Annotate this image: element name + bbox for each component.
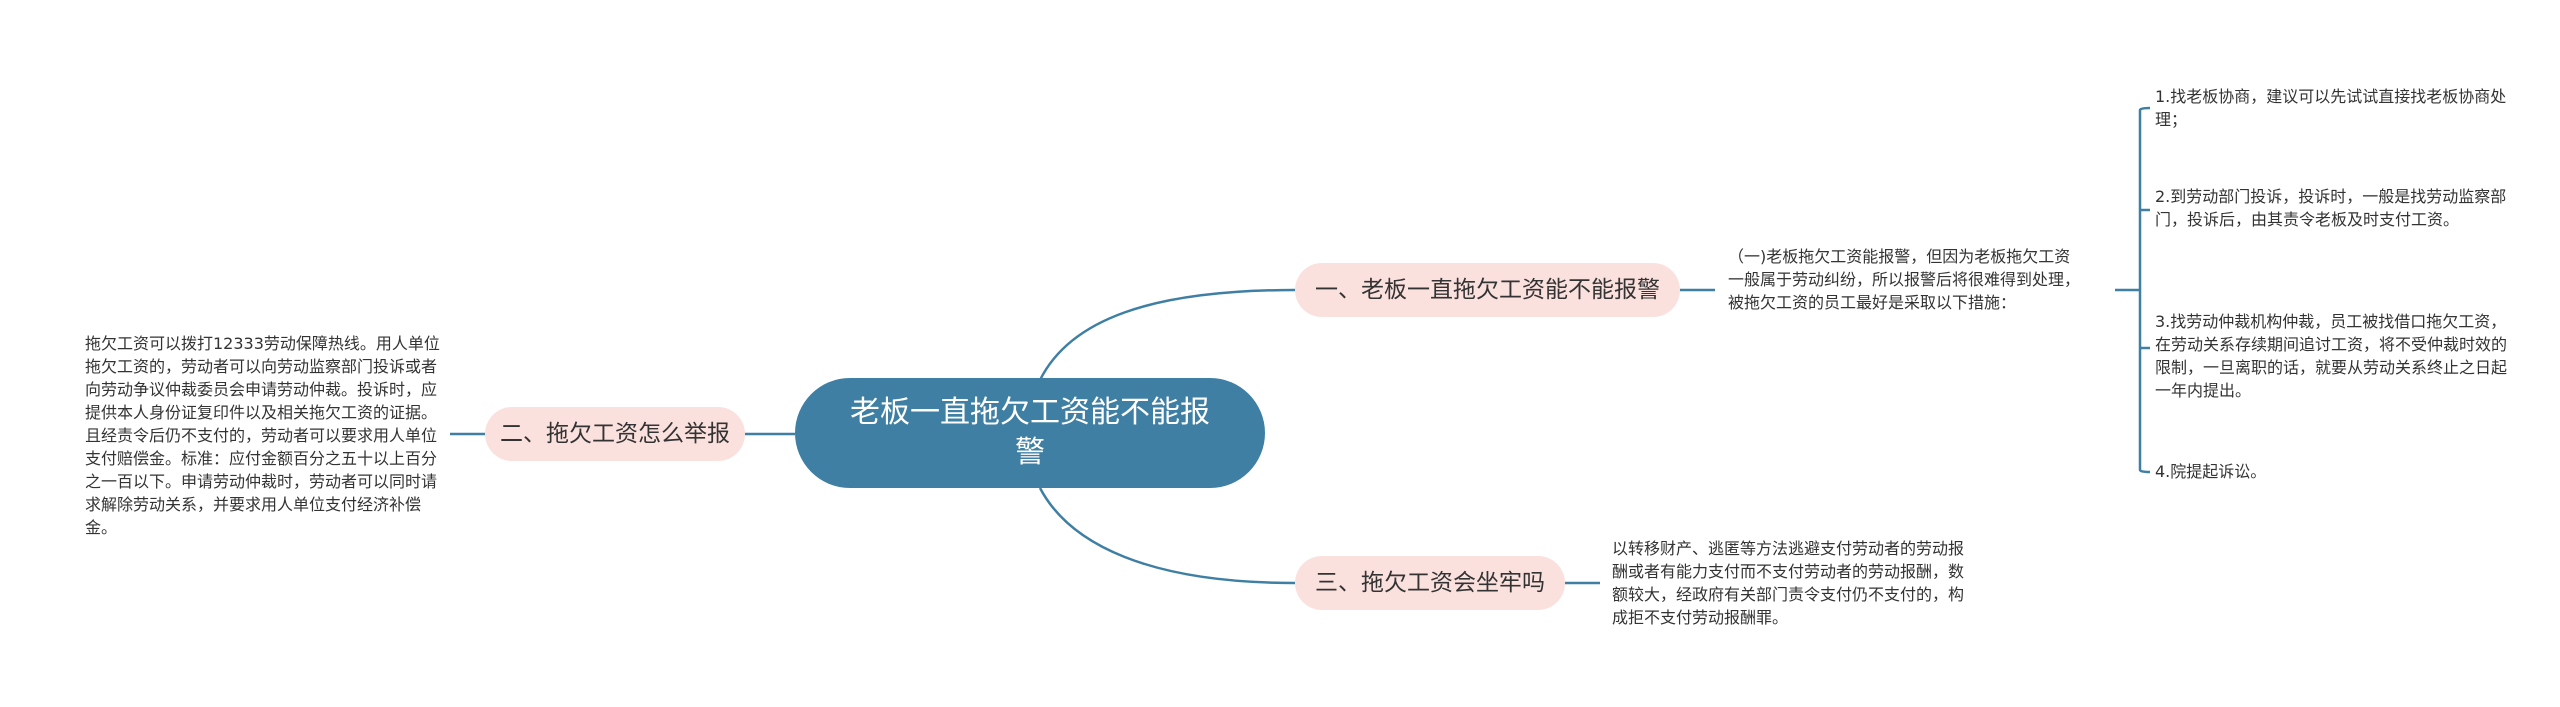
bracket-b1-item1 bbox=[2138, 106, 2151, 111]
branch-1-item-1: 1.找老板协商，建议可以先试试直接找老板协商处理； bbox=[2155, 87, 2507, 129]
branch-2[interactable]: 二、拖欠工资怎么举报 bbox=[485, 407, 745, 461]
branch-1-item-2: 2.到劳动部门投诉，投诉时，一般是找劳动监察部门，投诉后，由其责令老板及时支付工… bbox=[2155, 187, 2507, 229]
bracket-b1-item4 bbox=[2138, 469, 2151, 474]
link-root-b1 bbox=[1038, 288, 1296, 381]
branch-1-intro: （一)老板拖欠工资能报警，但因为老板拖欠工资一般属于劳动纠纷，所以报警后将很难得… bbox=[1728, 247, 2081, 312]
branch-3[interactable]: 三、拖欠工资会坐牢吗 bbox=[1295, 556, 1565, 610]
branch-1-label: 一、老板一直拖欠工资能不能报警 bbox=[1315, 277, 1660, 303]
root-topic-label: 老板一直拖欠工资能不能报警 bbox=[850, 395, 1210, 470]
root-topic[interactable]: 老板一直拖欠工资能不能报警 bbox=[795, 378, 1265, 488]
branch-1[interactable]: 一、老板一直拖欠工资能不能报警 bbox=[1295, 263, 1680, 317]
link-root-b2 bbox=[1038, 487, 1296, 585]
branch-1-item-4: 4.院提起诉讼。 bbox=[2155, 462, 2267, 481]
branch-2-text: 拖欠工资可以拨打12333劳动保障热线。用人单位拖欠工资的，劳动者可以向劳动监察… bbox=[85, 334, 440, 537]
branch-3-text: 以转移财产、逃匿等方法逃避支付劳动者的劳动报酬或者有能力支付而不支付劳动者的劳动… bbox=[1612, 539, 1965, 627]
branch-1-item-3: 3.找劳动仲裁机构仲裁，员工被找借口拖欠工资，在劳动关系存续期间追讨工资，将不受… bbox=[2155, 312, 2508, 400]
branch-2-label: 二、拖欠工资怎么举报 bbox=[500, 421, 730, 447]
branch-3-label: 三、拖欠工资会坐牢吗 bbox=[1315, 570, 1545, 596]
